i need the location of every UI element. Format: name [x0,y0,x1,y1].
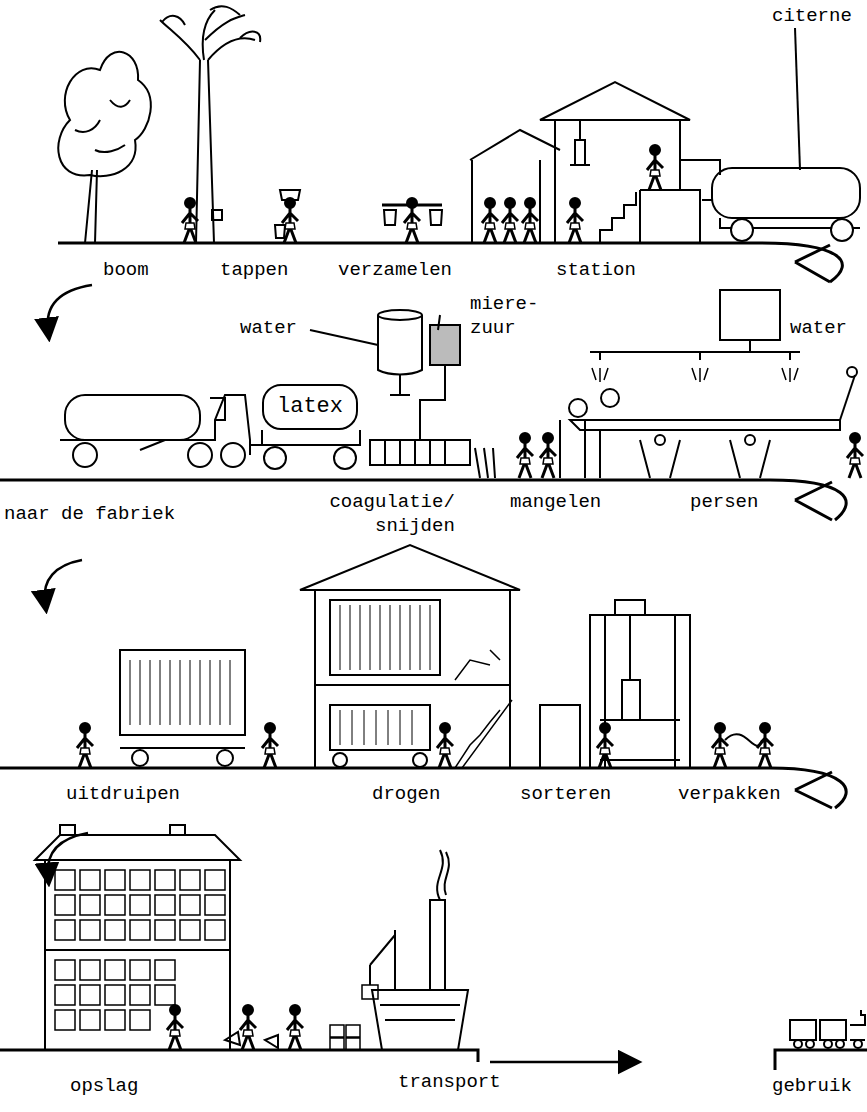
mangle-press [517,290,863,478]
drip-cart [77,650,278,768]
warehouse [35,825,360,1050]
step-label: water [790,316,847,340]
step-label: station [556,258,636,282]
step-label: transport [398,1070,501,1094]
step-label: verzamelen [338,258,452,282]
step-label: persen [690,490,758,514]
step-label: verpakken [678,782,781,806]
tank-label: latex [277,394,343,420]
latex-tank: latex [262,384,358,430]
ground-line [0,243,867,1070]
step-label: coagulatie/ snijden [318,490,455,538]
baling-press [540,600,773,768]
step-label: opslag [70,1074,138,1098]
latex-cup [212,210,222,220]
tanker-truck [60,395,360,469]
step-label: mangelen [510,490,601,514]
step-label: drogen [372,782,440,806]
step-label: sorteren [520,782,611,806]
ship [362,850,468,1050]
drying-house [300,545,520,768]
step-label: water [240,316,297,340]
flow-arrow [45,285,630,1062]
step-label: gebruik [772,1074,852,1098]
tree [58,6,260,243]
tanker-trailer [702,28,860,241]
step-label: citerne [772,4,852,28]
step-label: uitdruipen [66,782,180,806]
collection-station [470,82,720,243]
step-label: tappen [220,258,288,282]
worker [182,190,442,243]
step-label: miere- zuur [470,292,550,340]
train [790,1010,865,1048]
step-label: naar de fabriek [4,502,175,526]
step-label: boom [103,258,149,282]
